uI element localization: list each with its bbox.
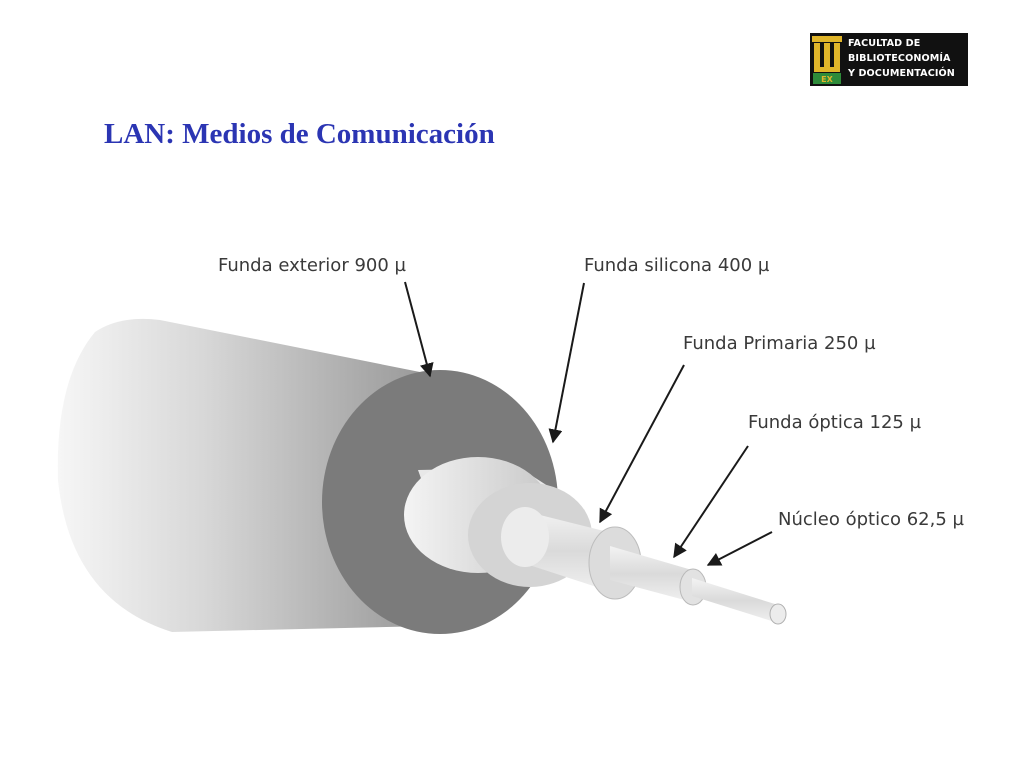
logo-text: FACULTAD DE BIBLIOTECONOMÍA Y DOCUMENTAC… — [844, 33, 968, 86]
optical-core — [692, 578, 787, 625]
arrow-funda-silicona — [548, 282, 585, 444]
faculty-logo: EX FACULTAD DE BIBLIOTECONOMÍA Y DOCUMEN… — [810, 33, 968, 86]
logo-line-2: BIBLIOTECONOMÍA — [848, 53, 951, 64]
arrow-funda-exterior — [404, 281, 434, 378]
arrow-funda-primaria — [599, 364, 685, 524]
label-funda-silicona: Funda silicona 400 µ — [584, 255, 770, 276]
logo-line-3: Y DOCUMENTACIÓN — [848, 68, 955, 79]
logo-line-1: FACULTAD DE — [848, 38, 921, 49]
label-nucleo-optico: Núcleo óptico 62,5 µ — [778, 509, 965, 530]
page-title: LAN: Medios de Comunicación — [104, 118, 495, 150]
arrow-funda-optica — [673, 445, 749, 559]
label-funda-exterior: Funda exterior 900 µ — [218, 255, 407, 276]
label-funda-optica: Funda óptica 125 µ — [748, 412, 922, 433]
arrow-nucleo-optico — [706, 531, 773, 566]
uex-emblem-icon: EX — [810, 33, 844, 86]
label-funda-primaria: Funda Primaria 250 µ — [683, 333, 876, 354]
svg-text:EX: EX — [821, 75, 833, 84]
